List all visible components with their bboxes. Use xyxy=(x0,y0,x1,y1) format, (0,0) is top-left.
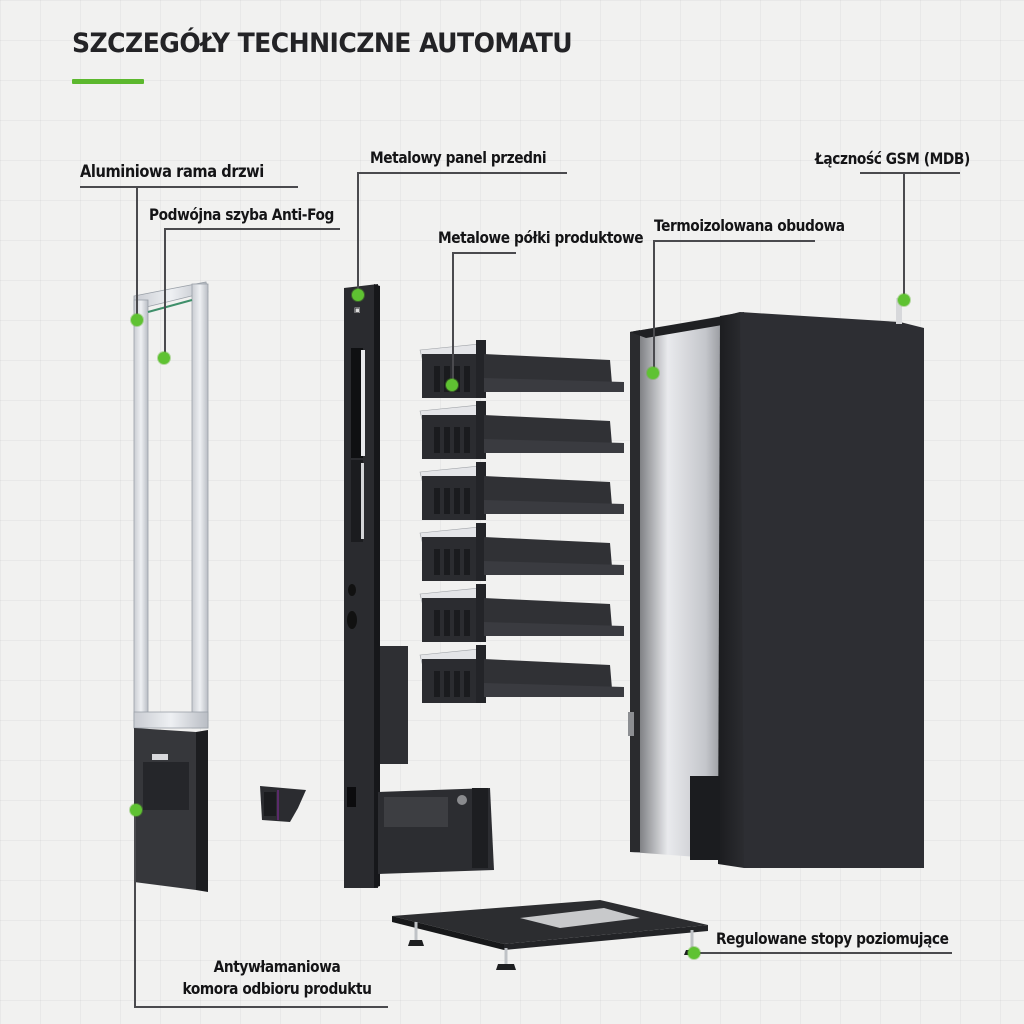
callout-line-door-frame-h xyxy=(80,186,298,188)
callout-line-shelves-v xyxy=(452,252,454,384)
callout-label-front-panel: Metalowy panel przedni xyxy=(370,148,547,167)
callout-line-feet-h xyxy=(696,952,952,954)
levelling-base xyxy=(392,900,708,970)
marker-dot-housing xyxy=(647,367,659,379)
callout-line-front-panel-h xyxy=(357,172,567,174)
marker-dot-shelves xyxy=(446,379,458,391)
cabinet-housing xyxy=(628,298,924,868)
door-frame xyxy=(133,281,209,729)
marker-dot-gsm xyxy=(898,294,910,306)
marker-dot-front-panel xyxy=(352,289,364,301)
callout-line-housing-v xyxy=(653,240,655,372)
callout-line-gsm-h xyxy=(860,172,960,174)
marker-dot-glass xyxy=(158,352,170,364)
callout-line-glass-h xyxy=(164,228,340,230)
shelves-stack xyxy=(419,340,624,703)
callout-line-housing-h xyxy=(653,240,815,242)
callout-label-feet: Regulowane stopy poziomujące xyxy=(716,929,949,948)
callout-line-shelves-h xyxy=(452,252,516,254)
callout-label-glass: Podwójna szyba Anti-Fog xyxy=(149,205,334,224)
page-title: SZCZEGÓŁY TECHNICZNE AUTOMATU xyxy=(72,28,573,59)
callout-line-gsm-v xyxy=(903,172,905,298)
title-accent-underline xyxy=(72,79,144,84)
front-panel-column: ▣ xyxy=(344,284,494,888)
callout-label-housing: Termoizolowana obudowa xyxy=(654,216,845,235)
coin-bracket xyxy=(260,786,306,822)
callout-line-front-panel-v xyxy=(357,172,359,294)
marker-dot-pickup xyxy=(130,804,142,816)
callout-line-pickup-v xyxy=(134,806,136,1008)
shelf xyxy=(419,523,624,581)
callout-label-shelves: Metalowe półki produktowe xyxy=(438,228,644,247)
shelf xyxy=(419,584,624,642)
shelf xyxy=(419,462,624,520)
callout-line-pickup-h xyxy=(134,1006,388,1008)
shelf xyxy=(419,401,624,459)
marker-dot-door-frame xyxy=(131,314,143,326)
callout-line-glass-v xyxy=(164,228,166,356)
callout-label-pickup-line1: Antywłamaniowa xyxy=(213,957,341,976)
callout-label-gsm: Łączność GSM (MDB) xyxy=(815,149,970,168)
shelf xyxy=(419,340,624,398)
callout-label-pickup: Antywłamaniowa komora odbioru produktu xyxy=(170,956,385,1000)
shelf xyxy=(419,645,624,703)
svg-text:▣: ▣ xyxy=(354,306,361,314)
callout-label-door-frame: Aluminiowa rama drzwi xyxy=(80,162,264,182)
callout-line-door-frame-v xyxy=(136,186,138,320)
pickup-compartment xyxy=(134,728,208,892)
marker-dot-feet xyxy=(688,947,700,959)
callout-label-pickup-line2: komora odbioru produktu xyxy=(182,979,372,998)
